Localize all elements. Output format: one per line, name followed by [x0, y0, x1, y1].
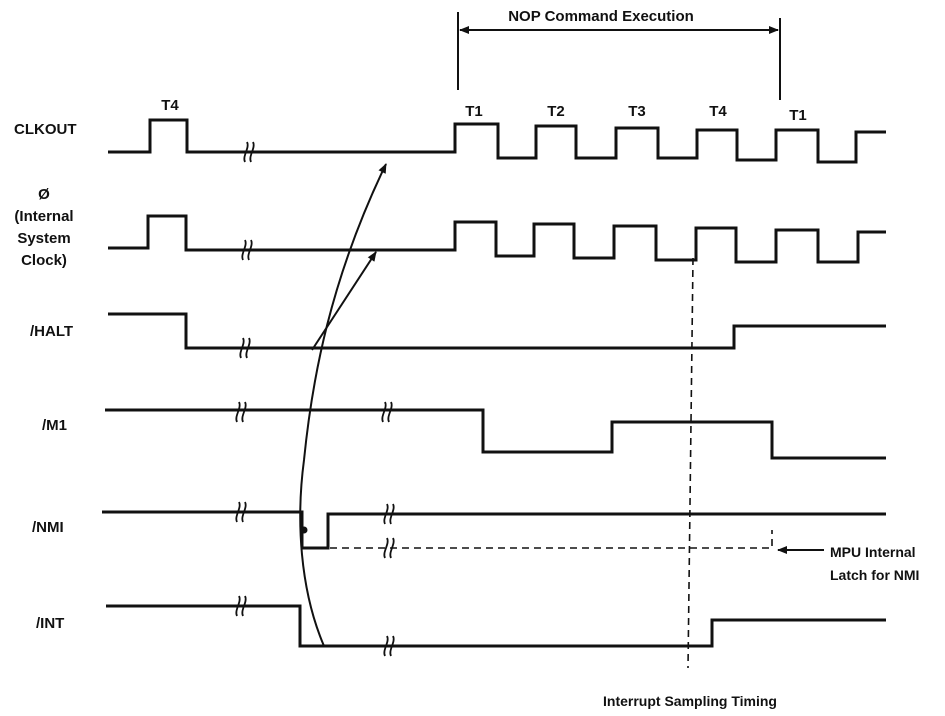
break-symbol: [243, 141, 255, 163]
t-state-t3: T3: [628, 103, 646, 120]
waveform-m1: [105, 408, 886, 460]
break-symbol: [383, 635, 395, 657]
sampling-timing-label: Interrupt Sampling Timing: [603, 693, 777, 709]
t-state-t4: T4: [709, 103, 727, 120]
signal-labels: CLKOUT Ø (Internal System Clock) /HALT /…: [14, 121, 77, 632]
nmi-edge-dot: [300, 526, 308, 534]
t-state-t2: T2: [547, 103, 565, 120]
t-state-t1-next: T1: [789, 107, 807, 124]
label-int: /INT: [36, 615, 64, 632]
interrupt-sampling-dashed-line: [687, 257, 694, 669]
break-symbol: [235, 501, 247, 523]
t-state-t1: T1: [465, 103, 483, 120]
arrow-int-to-clkout: [299, 163, 387, 647]
waveform-internal-system-clock: [108, 214, 886, 264]
label-m1: /M1: [42, 417, 67, 434]
latch-label-line1: MPU Internal: [830, 544, 916, 560]
label-clkout: CLKOUT: [14, 121, 77, 138]
waveform-nmi: [102, 510, 886, 550]
break-symbol: [383, 503, 395, 525]
waveform-halt: [108, 312, 886, 350]
break-symbol: [241, 239, 253, 261]
waveform-clkout: [108, 118, 886, 164]
label-phi-line1: (Internal: [14, 208, 73, 225]
break-symbol: [235, 401, 247, 423]
arrow-halt-to-clock: [311, 251, 377, 351]
break-symbol: [381, 401, 393, 423]
break-symbol: [235, 595, 247, 617]
label-phi-symbol: Ø: [38, 186, 50, 203]
break-symbol: [239, 337, 251, 359]
nop-title: NOP Command Execution: [508, 8, 694, 25]
nmi-internal-latch-dashed: [330, 530, 773, 549]
nop-execution-span: NOP Command Execution: [457, 8, 781, 100]
t-state-labels: T4 T1 T2 T3 T4 T1: [161, 97, 807, 124]
time-break-symbols: [235, 141, 395, 657]
waveform-int: [106, 604, 886, 648]
label-halt: /HALT: [30, 323, 73, 340]
causal-arrows: [299, 163, 387, 647]
latch-annotation: MPU Internal Latch for NMI: [777, 544, 919, 583]
latch-label-line2: Latch for NMI: [830, 567, 919, 583]
break-symbol: [383, 537, 395, 559]
label-nmi: /NMI: [32, 519, 64, 536]
label-phi-line2: System: [17, 230, 70, 247]
label-phi-line3: Clock): [21, 252, 67, 269]
t-state-pre-t4: T4: [161, 97, 179, 114]
